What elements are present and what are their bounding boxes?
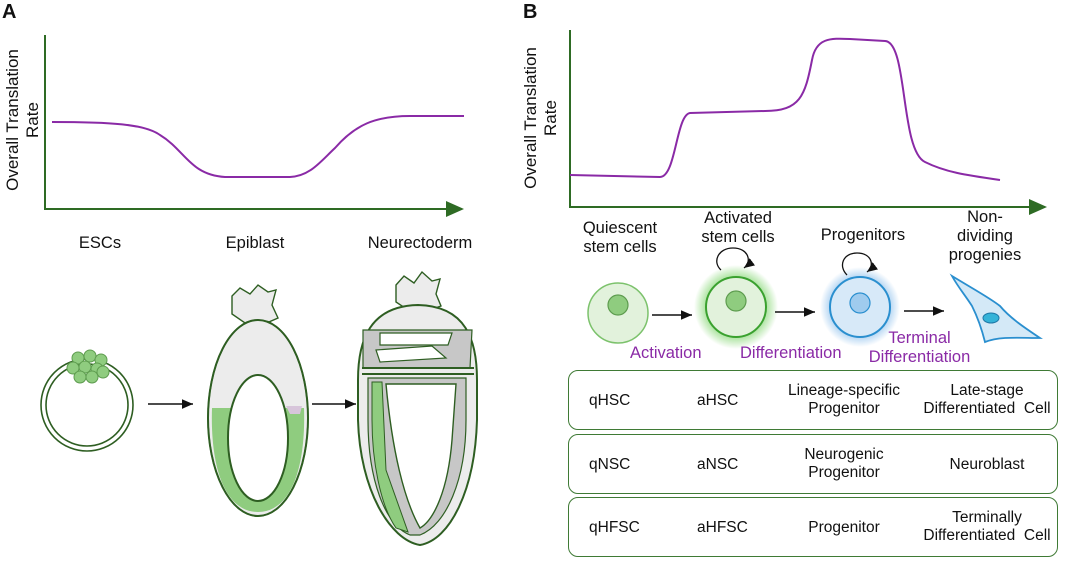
panel-b-y-axis-label-line1: Overall Translation bbox=[521, 47, 540, 189]
table-cell-line: Late-stage bbox=[950, 382, 1024, 399]
panel-a-translation-curve bbox=[51, 115, 464, 178]
stage-label-epiblast: Epiblast bbox=[225, 234, 285, 252]
table-cell-line: Neurogenic bbox=[804, 446, 884, 463]
quiescent-stem-cell bbox=[587, 282, 649, 344]
table-cell: Lineage-specific Progenitor bbox=[779, 382, 909, 418]
stage-label-quiescent-line2: stem cells bbox=[583, 238, 657, 256]
esc-embryo-illustration bbox=[40, 349, 134, 452]
table-cell-line: Progenitor bbox=[808, 519, 880, 536]
epiblast-illustration bbox=[207, 284, 309, 517]
table-cell-line: Lineage-specific bbox=[787, 382, 900, 399]
table-cell: Neurogenic Progenitor bbox=[779, 446, 909, 482]
table-cell: Neuroblast bbox=[917, 456, 1057, 474]
table-cell: qHSC bbox=[589, 392, 631, 409]
panel-b-y-axis-label: Overall Translation Rate bbox=[521, 33, 561, 203]
neurectoderm-illustration bbox=[357, 270, 478, 547]
stage-label-activated-line1: Activated bbox=[704, 209, 772, 227]
stage-label-non-dividing-line3: progenies bbox=[948, 246, 1022, 264]
table-cell: aHFSC bbox=[697, 519, 748, 536]
panel-a-letter: A bbox=[2, 1, 17, 23]
panel-b-y-axis-label-line2: Rate bbox=[541, 100, 560, 136]
table-cell: Late-stage Differentiated Cell bbox=[917, 382, 1057, 418]
stage-label-neurectoderm: Neurectoderm bbox=[367, 234, 473, 252]
transition-label-terminal-line1: Terminal bbox=[888, 329, 951, 347]
table-cell: Progenitor bbox=[779, 519, 909, 537]
transition-label-terminal-differentiation: Terminal Differentiation bbox=[862, 329, 977, 367]
table-cell-line: Terminally bbox=[952, 509, 1022, 526]
panel-a-y-axis-label-line1: Overall Translation bbox=[3, 49, 22, 191]
table-cell: qHFSC bbox=[589, 519, 640, 536]
transition-label-differentiation: Differentiation bbox=[740, 344, 842, 362]
activated-stem-cell bbox=[694, 247, 778, 349]
stage-label-activated-line2: stem cells bbox=[701, 228, 775, 246]
table-cell-line: Progenitor bbox=[808, 400, 880, 417]
stage-label-non-dividing-line1: Non- bbox=[967, 208, 1003, 226]
table-cell-line: Differentiated bbox=[923, 400, 1016, 417]
table-cell: aNSC bbox=[697, 456, 739, 473]
table-cell: Terminally Differentiated Cell bbox=[917, 509, 1057, 545]
panel-a-y-axis-label: Overall Translation Rate bbox=[3, 35, 43, 205]
table-row-nsc: qNSC aNSC Neurogenic Progenitor Neurobla… bbox=[568, 434, 1058, 494]
stage-label-quiescent-line1: Quiescent bbox=[582, 219, 658, 237]
table-cell: qNSC bbox=[589, 456, 631, 473]
table-row-hfsc: qHFSC aHFSC Progenitor Terminally Differ… bbox=[568, 497, 1058, 557]
progenitor-cell bbox=[820, 252, 900, 347]
stage-label-progenitors: Progenitors bbox=[808, 226, 918, 245]
table-cell-line: Neuroblast bbox=[949, 456, 1025, 473]
stage-label-non-dividing: Non- dividing progenies bbox=[935, 208, 1035, 265]
transition-label-terminal-line2: Differentiation bbox=[868, 348, 971, 366]
table-cell-line: Progenitor bbox=[808, 464, 880, 481]
table-cell-line: Cell bbox=[1023, 400, 1051, 417]
transition-label-activation: Activation bbox=[630, 344, 702, 362]
stage-label-progenitors-line1: Progenitors bbox=[820, 226, 906, 244]
table-cell-line: Cell bbox=[1023, 527, 1051, 544]
panel-b-axes bbox=[569, 30, 1047, 215]
panel-a-y-axis-label-line2: Rate bbox=[23, 102, 42, 138]
panel-a-axes bbox=[44, 35, 464, 217]
stage-label-activated: Activated stem cells bbox=[688, 209, 788, 247]
table-cell-line: Differentiated bbox=[923, 527, 1016, 544]
non-dividing-progeny-cell bbox=[949, 273, 1043, 344]
panel-b-translation-curve bbox=[569, 37, 1001, 181]
table-cell: aHSC bbox=[697, 392, 739, 409]
stage-label-quiescent: Quiescent stem cells bbox=[570, 219, 670, 257]
panel-b-letter: B bbox=[523, 1, 538, 23]
stage-label-non-dividing-line2: dividing bbox=[957, 227, 1013, 245]
table-row-hsc: qHSC aHSC Lineage-specific Progenitor La… bbox=[568, 370, 1058, 430]
stage-label-escs: ESCs bbox=[78, 234, 122, 252]
